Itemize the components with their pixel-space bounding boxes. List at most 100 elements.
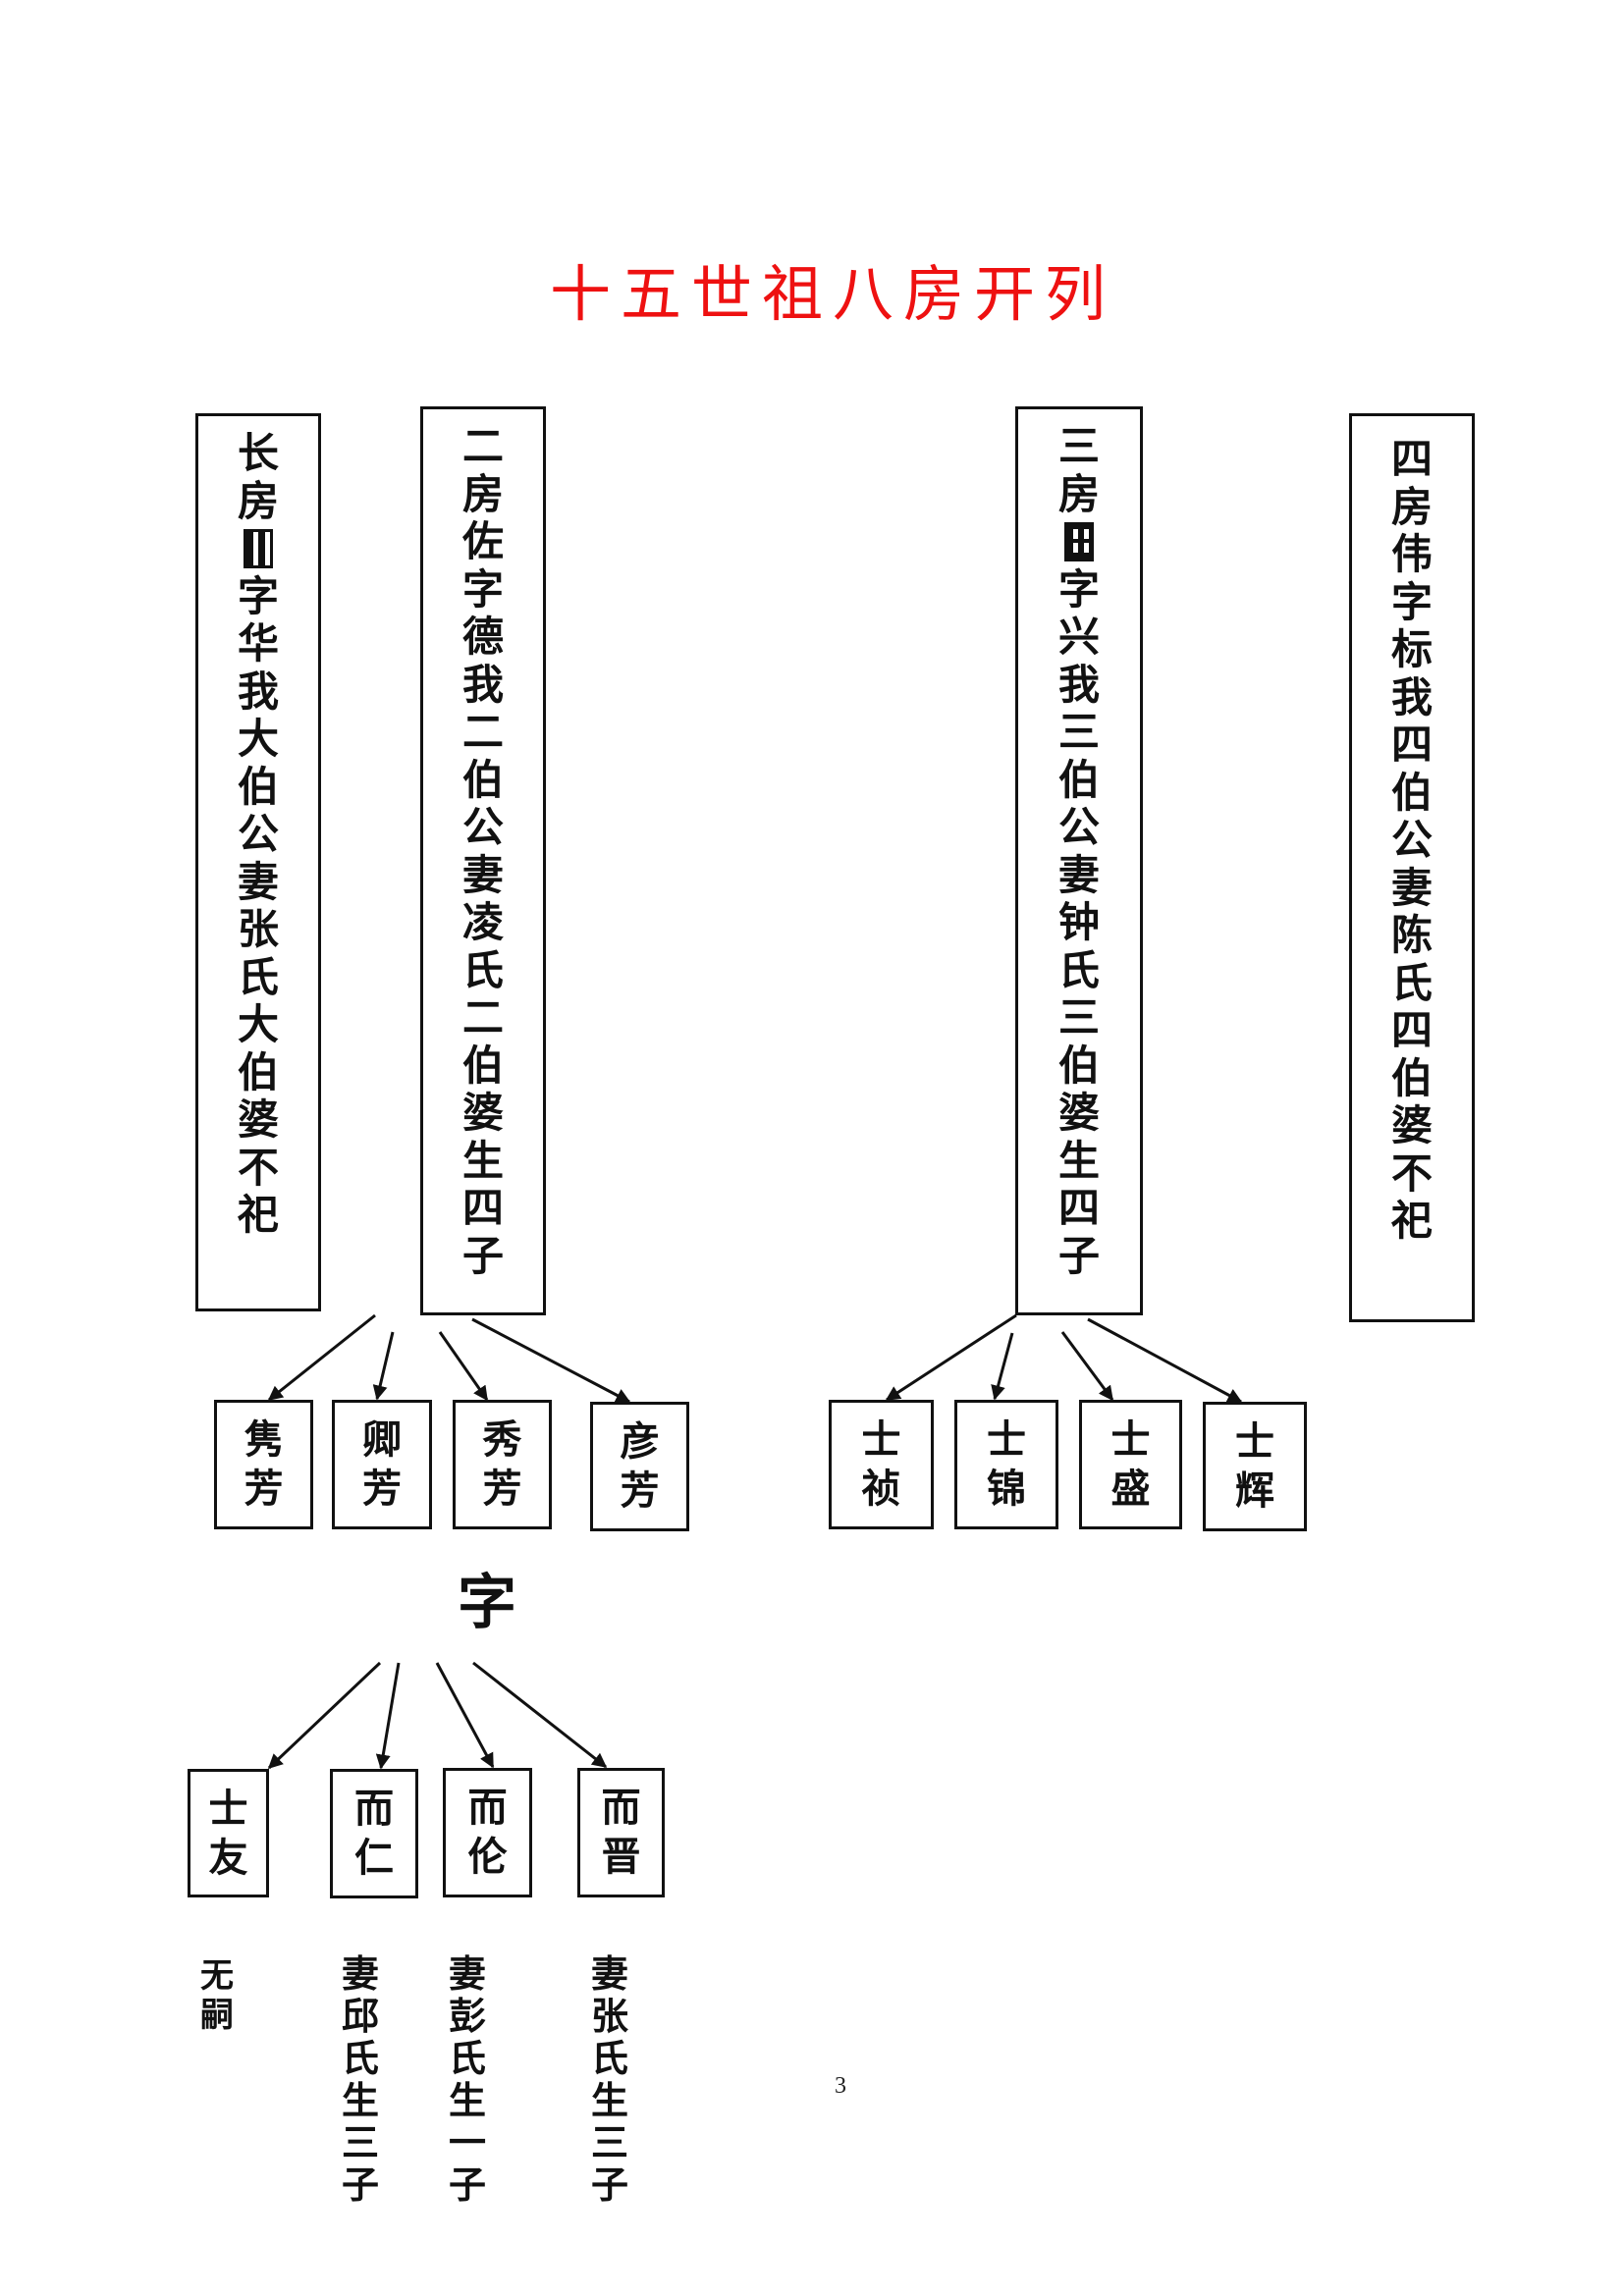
char: 婆	[1390, 1101, 1433, 1149]
char: 二	[461, 993, 504, 1041]
char: 伟	[1390, 530, 1433, 578]
char: 房	[461, 469, 504, 518]
char: 三	[341, 2121, 379, 2164]
char: 子	[1057, 1231, 1100, 1280]
char: 妻	[341, 1952, 379, 1996]
grandson-box: 而 晋	[577, 1768, 665, 1897]
char: 三	[590, 2121, 628, 2164]
char: 隽	[244, 1417, 284, 1463]
house-2-box: 二 房 佐 字 德 我 二 伯 公 妻 凌 氏 二 伯 婆 生 四 子	[420, 406, 546, 1315]
char: 不	[1390, 1148, 1433, 1198]
char: 字	[1057, 564, 1100, 614]
char: 子	[341, 2163, 379, 2207]
grandson-box: 而 仁	[330, 1769, 418, 1898]
arrow-to-xiu-fang	[438, 1331, 489, 1402]
char: 彭	[448, 1995, 486, 2038]
char: 伯	[461, 1041, 504, 1090]
char: 子	[461, 1231, 504, 1280]
char: 子	[590, 2163, 628, 2207]
grandson-note: 无 嗣	[196, 1956, 238, 2035]
char: 德	[461, 613, 504, 661]
char: 陈	[1390, 911, 1433, 959]
son-box: 彦 芳	[590, 1402, 689, 1531]
char: 凌	[461, 898, 504, 946]
char: 三	[1057, 993, 1100, 1041]
char: 妻	[1057, 850, 1100, 899]
char: 无	[200, 1956, 234, 1996]
arrow-to-shi-you	[267, 1661, 382, 1770]
house-2-text: 二 房 佐 字 德 我 二 伯 公 妻 凌 氏 二 伯 婆 生 四 子	[423, 422, 543, 1280]
char: 辉	[1235, 1468, 1274, 1514]
char: 妻	[1390, 863, 1433, 912]
zi-label: 字	[458, 1569, 516, 1637]
char: 华	[237, 619, 279, 667]
page-number: 3	[835, 2073, 846, 2099]
char: 氏	[590, 2037, 628, 2080]
char: 四	[1390, 435, 1433, 483]
char: 嗣	[200, 1996, 234, 2035]
char: 二	[461, 708, 504, 756]
char: 彦	[620, 1419, 660, 1465]
char: 氏	[341, 2037, 379, 2080]
char: 长	[237, 429, 279, 477]
char: 四	[1390, 1006, 1433, 1054]
char: 士	[1235, 1419, 1274, 1465]
char: 伯	[1057, 1041, 1100, 1090]
char: 婆	[237, 1095, 279, 1144]
char: 而	[601, 1786, 641, 1831]
son-box: 士 辉	[1203, 1402, 1307, 1531]
char: 伯	[1390, 768, 1433, 817]
char: 钟	[1057, 898, 1100, 946]
arrow-to-qing-fang	[372, 1331, 395, 1401]
son-box: 隽 芳	[214, 1400, 313, 1529]
char: 四	[1057, 1184, 1100, 1232]
char: 房	[237, 476, 279, 525]
char: 氏	[448, 2037, 486, 2080]
house-3-box: 三 房 字 兴 我 三 伯 公 妻 钟 氏 三 伯 婆 生 四 子	[1015, 406, 1143, 1315]
char: 佐	[461, 517, 504, 565]
char: 秀	[482, 1417, 522, 1463]
char: 邱	[341, 1995, 379, 2038]
char: 祯	[861, 1467, 901, 1512]
grandson-note: 妻 彭 氏 生 一 子	[445, 1953, 490, 2207]
char: 三	[1057, 708, 1100, 756]
house-3-text: 三 房 字 兴 我 三 伯 公 妻 钟 氏 三 伯 婆 生 四 子	[1018, 422, 1140, 1280]
char: 三	[1057, 422, 1100, 470]
char: 张	[237, 905, 279, 953]
char: 而	[354, 1787, 394, 1832]
char: 仁	[354, 1836, 394, 1881]
char: 祀	[237, 1191, 279, 1239]
grandson-box: 士 友	[188, 1769, 269, 1897]
char: 氏	[1390, 958, 1433, 1007]
char: 芳	[482, 1467, 522, 1512]
char: 大	[237, 715, 279, 763]
arrow-to-jun-fang	[267, 1313, 376, 1402]
char: 生	[590, 2079, 628, 2122]
char: 子	[448, 2163, 486, 2207]
char: 标	[1390, 625, 1433, 673]
char: 一	[448, 2121, 486, 2164]
char: 字	[461, 564, 504, 614]
char: 公	[461, 803, 504, 851]
char: 婆	[1057, 1089, 1100, 1137]
char: 大	[237, 1000, 279, 1048]
char: 公	[1057, 803, 1100, 851]
char: 妻	[590, 1952, 628, 1996]
char: 妻	[461, 850, 504, 899]
char: 我	[1057, 660, 1100, 709]
char: 妻	[448, 1952, 486, 1996]
house-4-box: 四 房 伟 字 标 我 四 伯 公 妻 陈 氏 四 伯 婆 不 祀	[1349, 413, 1475, 1322]
char: 氏	[461, 945, 504, 994]
char: 四	[461, 1184, 504, 1232]
char: 二	[461, 422, 504, 470]
char: 盛	[1110, 1467, 1151, 1512]
char: 锦	[987, 1467, 1026, 1512]
char: 士	[208, 1786, 248, 1832]
char: 氏	[237, 952, 279, 1001]
arrow-to-shi-zhen	[885, 1313, 1017, 1402]
char: 生	[461, 1136, 504, 1185]
char: 张	[590, 1995, 628, 2038]
char: 士	[987, 1417, 1026, 1463]
char: 公	[1390, 816, 1433, 864]
char: 伯	[1057, 755, 1100, 804]
